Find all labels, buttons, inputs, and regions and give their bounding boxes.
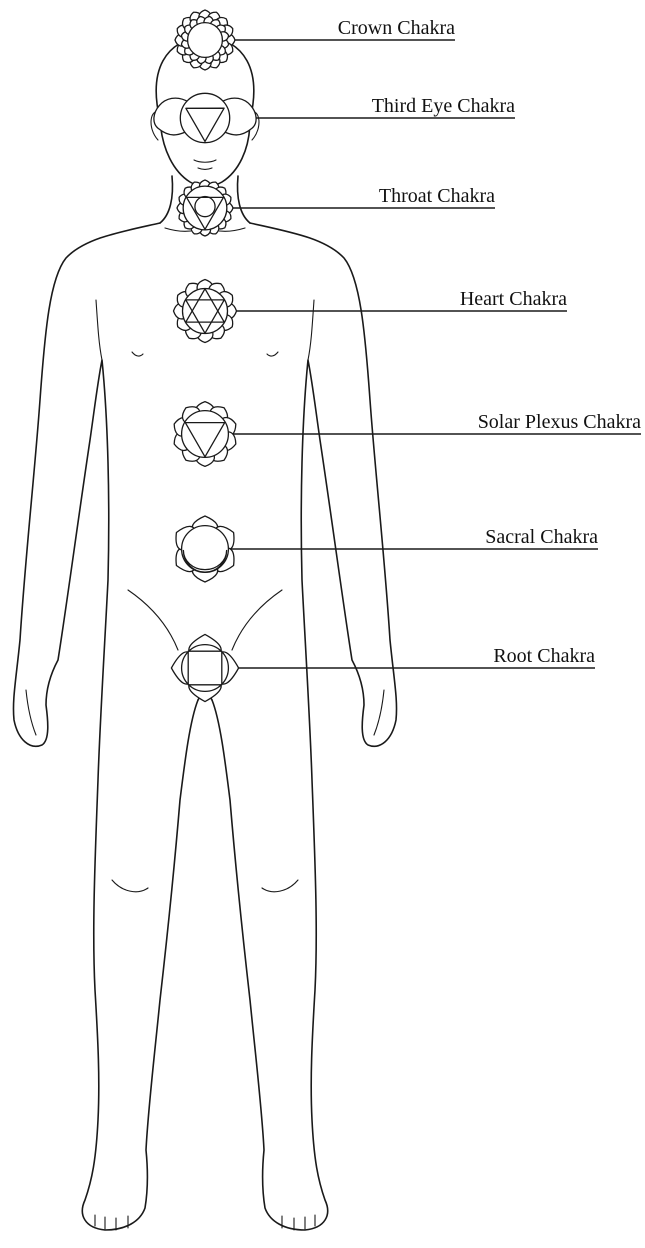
chakra-crown: Crown Chakra — [175, 10, 455, 70]
third-eye-label: Third Eye Chakra — [372, 95, 515, 117]
neck-right — [238, 176, 251, 223]
throat-outer-circle — [183, 186, 227, 230]
third-eye-circle — [180, 93, 229, 142]
chin-line — [198, 168, 212, 170]
sacral-symbol-icon — [176, 516, 234, 582]
left-knee — [112, 880, 148, 892]
left-arm-inner — [96, 300, 102, 360]
chakra-third-eye: Third Eye Chakra — [154, 93, 515, 142]
left-nipple — [132, 352, 143, 356]
right-hand-detail — [374, 690, 384, 735]
heart-symbol-icon — [174, 280, 237, 343]
sacral-label: Sacral Chakra — [485, 526, 598, 548]
throat-symbol-icon — [177, 180, 233, 236]
chakra-sacral: Sacral Chakra — [176, 516, 598, 582]
right-knee — [262, 880, 298, 892]
right-arm-inner — [308, 300, 314, 360]
third-eye-symbol-icon — [154, 93, 256, 142]
left-groin-line — [128, 590, 178, 650]
root-symbol-icon — [171, 634, 238, 701]
solar-circle — [182, 411, 229, 458]
mouth — [194, 160, 216, 162]
solar-plexus-label: Solar Plexus Chakra — [478, 411, 641, 433]
right-groin-line — [232, 590, 282, 650]
crown-symbol-icon — [175, 10, 235, 70]
left-hand-detail — [26, 690, 36, 735]
right-body-outline — [212, 223, 397, 1230]
chakra-throat: Throat Chakra — [177, 180, 495, 236]
left-body-outline — [13, 223, 198, 1230]
solar-plexus-symbol-icon — [174, 402, 236, 467]
right-nipple — [267, 352, 278, 356]
heart-label: Heart Chakra — [460, 288, 567, 310]
crown-label: Crown Chakra — [338, 17, 455, 39]
crown-center-circle — [188, 23, 223, 58]
root-label: Root Chakra — [493, 645, 595, 667]
chakra-solar-plexus: Solar Plexus Chakra — [174, 402, 641, 467]
chakra-heart: Heart Chakra — [174, 280, 568, 343]
neck-left — [160, 176, 173, 223]
heart-circle — [183, 289, 228, 334]
throat-label: Throat Chakra — [379, 185, 495, 207]
